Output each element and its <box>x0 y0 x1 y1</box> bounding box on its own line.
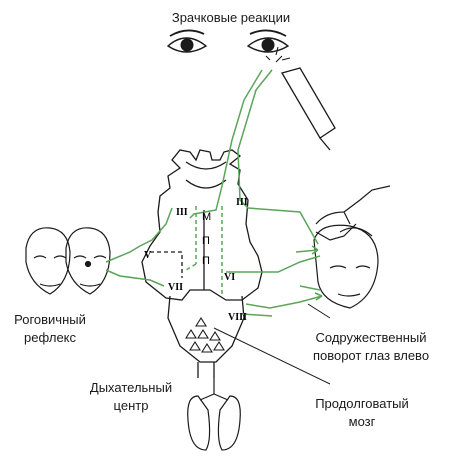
label-conjugate-gaze-line2: поворот глаз влево <box>312 348 430 363</box>
mlf-letter-3: П <box>202 255 210 267</box>
examiner-hand-icon <box>315 185 391 241</box>
faces-left-icon <box>25 227 111 295</box>
nerve-label-viii: VIII <box>228 312 247 323</box>
right-eye-icon <box>246 29 290 53</box>
lungs-icon <box>187 378 241 451</box>
face-right-icon <box>313 224 379 309</box>
label-medulla-line2: мозг <box>348 414 376 429</box>
left-eye-icon <box>166 29 208 53</box>
v-nerve-dashed-pathway <box>150 251 183 278</box>
leader-lines <box>213 303 331 385</box>
label-medulla-line1: Продолговатый <box>315 396 409 411</box>
nerve-label-v: V <box>144 250 152 261</box>
respiratory-center-triangles <box>185 316 225 353</box>
mlf-letter-2: П <box>202 235 210 247</box>
nerve-label-iii-left: III <box>176 207 188 218</box>
label-corneal-reflex-line2: рефлекс <box>23 330 77 345</box>
nerve-label-iii-right: III <box>236 197 248 208</box>
title-pupil-reactions: Зрачковые реакции <box>171 10 291 25</box>
nerve-label-vi: VI <box>224 272 235 283</box>
nerve-label-vii: VII <box>168 282 183 293</box>
label-respiratory-center-line1: Дыхательный <box>89 380 173 395</box>
label-respiratory-center-line2: центр <box>113 398 149 413</box>
penlight-icon <box>265 46 336 151</box>
mlf-letter-1: М <box>202 211 211 223</box>
neural-pathways <box>105 69 323 317</box>
label-corneal-reflex-line1: Роговичный <box>14 312 86 327</box>
brainstem-outline <box>141 149 263 378</box>
label-conjugate-gaze-line1: Содружественный <box>315 330 427 345</box>
mlf-dashed-pathway <box>185 206 223 296</box>
